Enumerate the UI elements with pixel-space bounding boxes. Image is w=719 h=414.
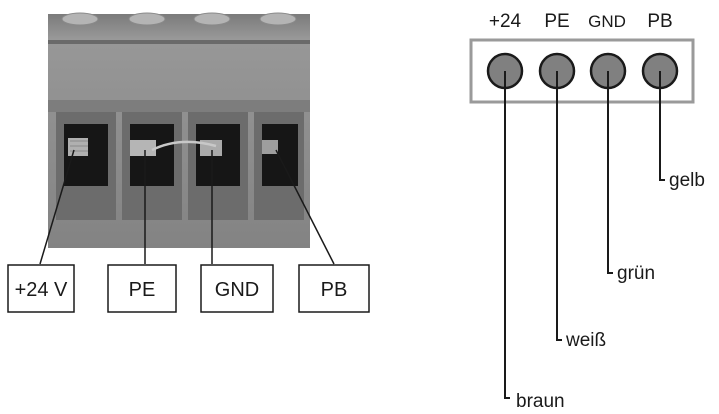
terminal-label: PB bbox=[321, 279, 348, 301]
terminal-label: +24 V bbox=[15, 279, 68, 301]
terminal-block-shadow bbox=[48, 100, 310, 112]
wire-color-label: gelb bbox=[669, 170, 705, 191]
terminal-pocket bbox=[254, 112, 304, 220]
wire-lines bbox=[504, 71, 665, 399]
pin-label: GND bbox=[588, 12, 626, 31]
terminal-leader-lines bbox=[39, 149, 335, 265]
wire-color-label: grün bbox=[617, 263, 655, 284]
pin-label: PB bbox=[647, 11, 672, 32]
jumper-wire bbox=[151, 140, 217, 152]
terminal-pocket bbox=[56, 112, 116, 220]
wire-color-label: weiß bbox=[565, 330, 606, 351]
terminal-pocket bbox=[122, 112, 182, 220]
terminal-label: GND bbox=[215, 279, 259, 301]
pin-label: PE bbox=[544, 11, 569, 32]
terminal-block-ridge bbox=[48, 40, 310, 44]
terminal-label-boxes bbox=[7, 264, 370, 313]
terminal-block bbox=[48, 12, 310, 248]
screw-caps bbox=[61, 12, 297, 26]
pin-label: +24 bbox=[489, 11, 522, 32]
wire-color-label: braun bbox=[516, 391, 565, 412]
terminal-label: PE bbox=[129, 279, 156, 301]
terminal-pocket bbox=[188, 112, 248, 220]
